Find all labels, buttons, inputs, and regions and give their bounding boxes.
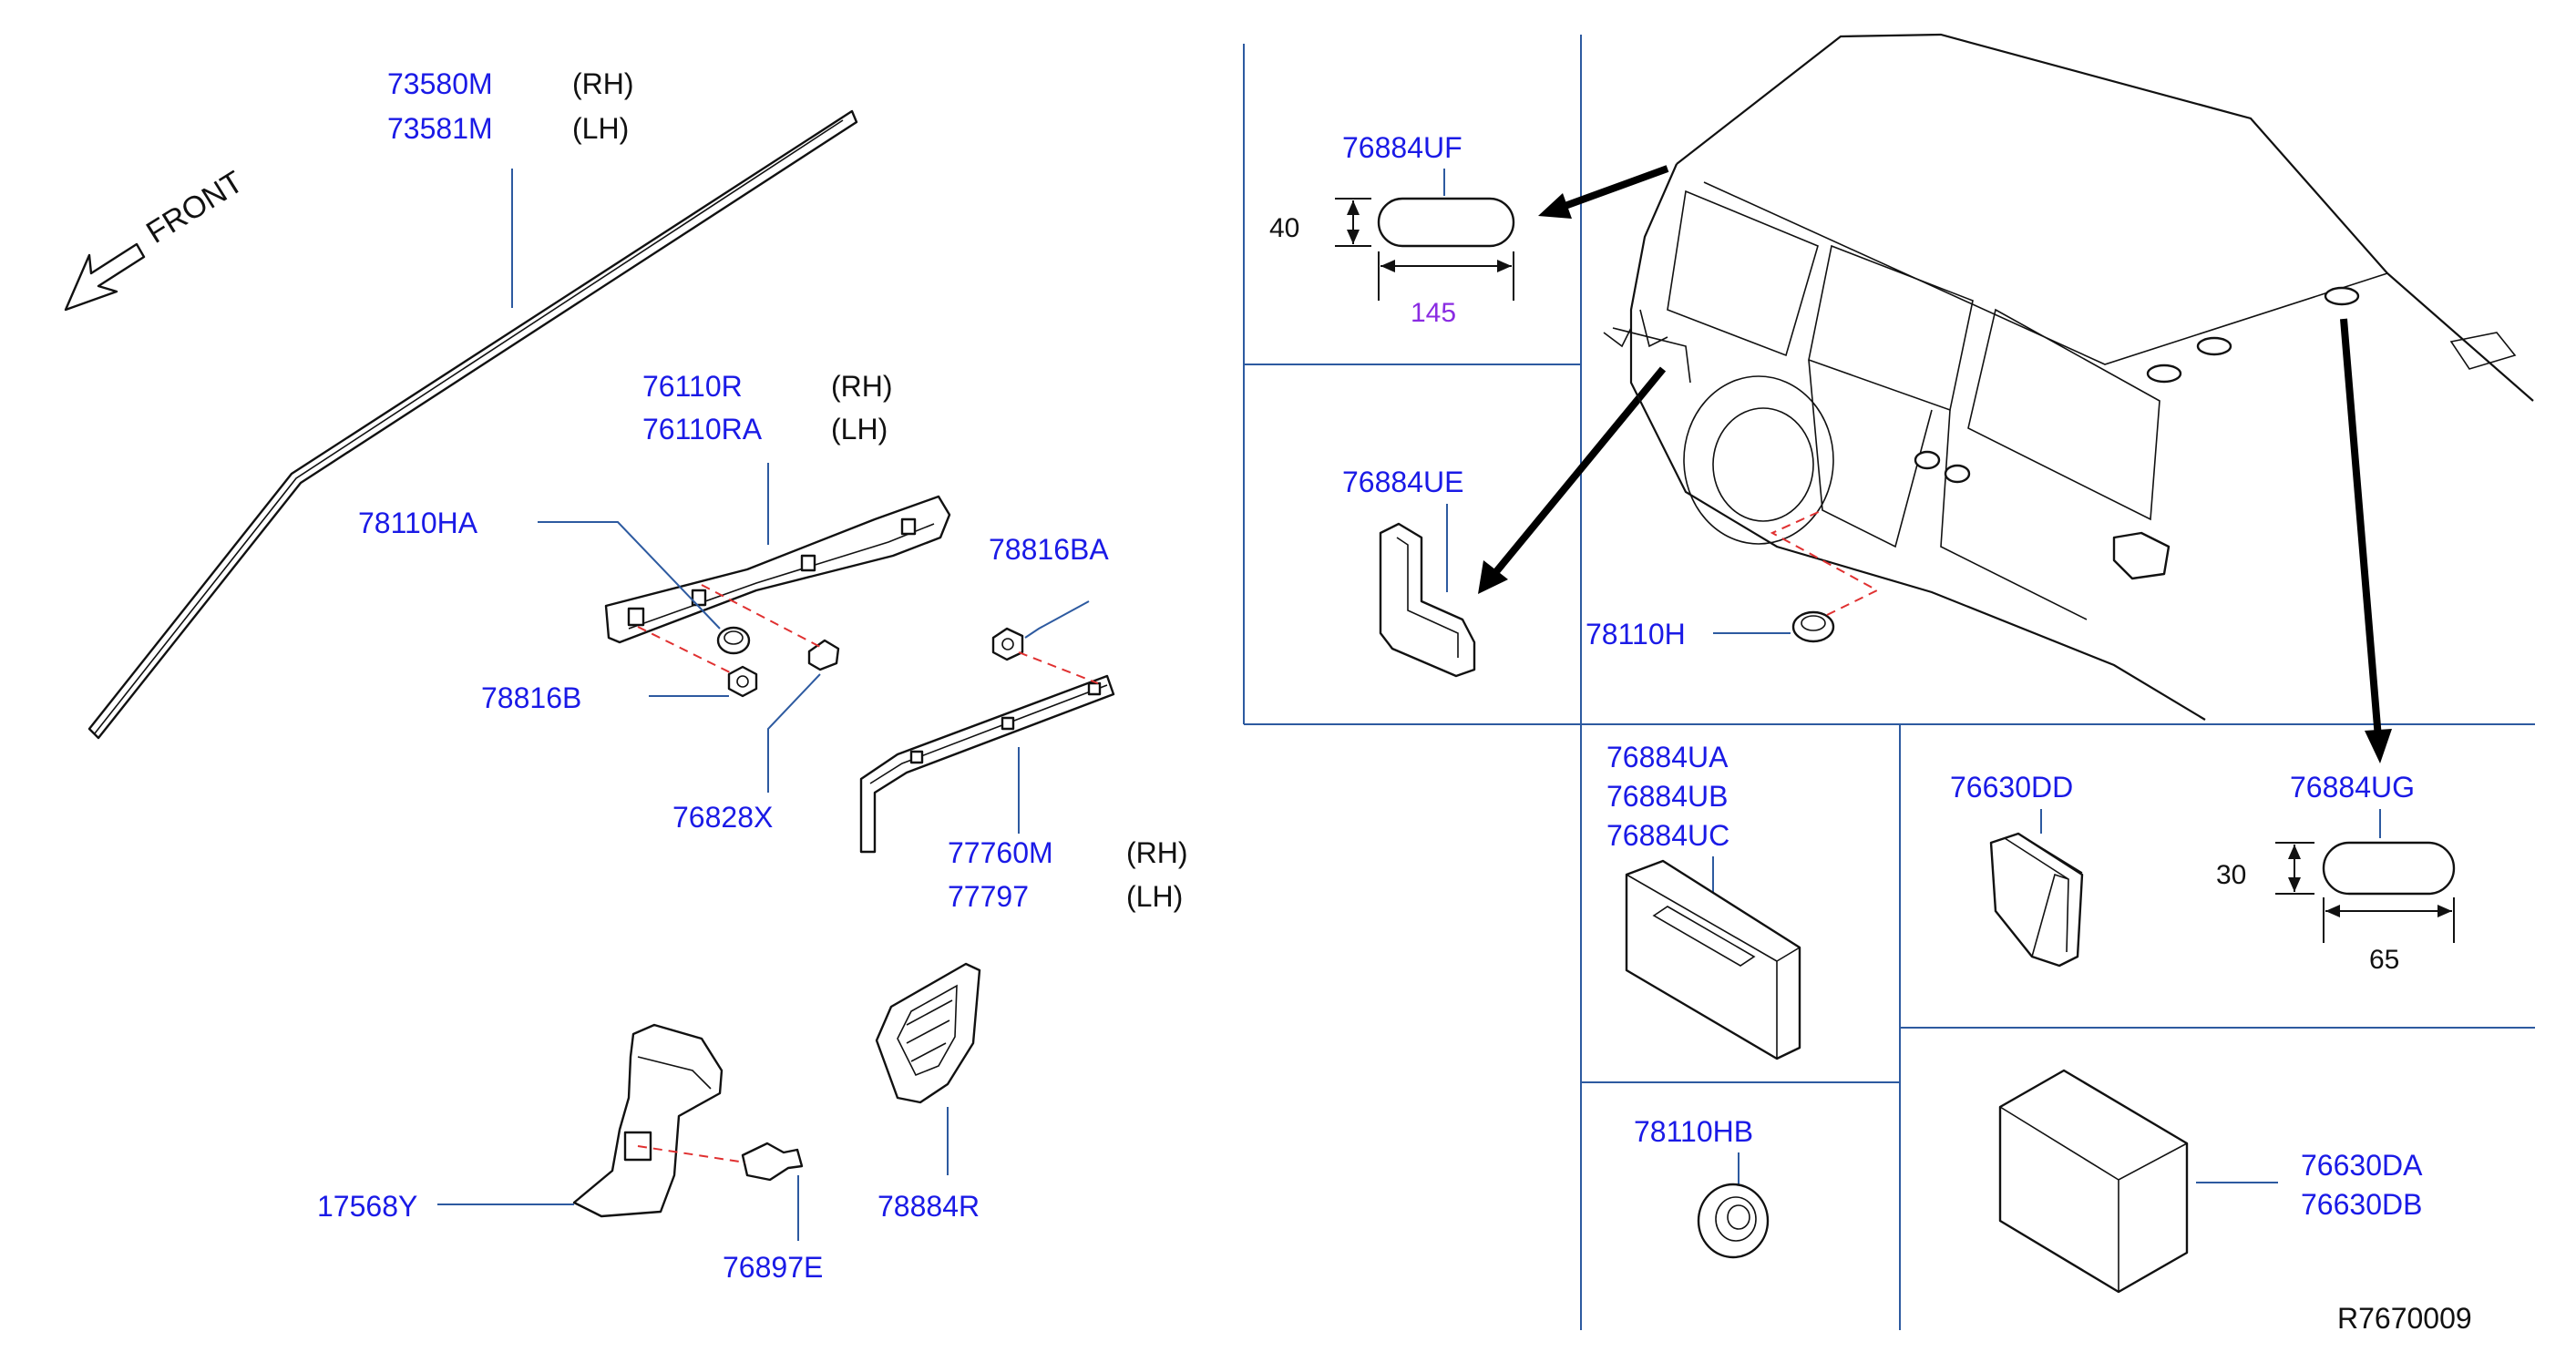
dash-78816B xyxy=(637,626,734,675)
part-number-17568Y[interactable]: 17568Y xyxy=(317,1190,417,1223)
dim-76884UF xyxy=(1335,198,1514,301)
bracket-17568Y[interactable] xyxy=(572,1023,724,1218)
clip-76897E[interactable] xyxy=(741,1142,804,1182)
part-number-73580M[interactable]: 73580M xyxy=(387,67,493,100)
diagram-reference-number: R7670009 xyxy=(2337,1302,2472,1335)
side-lh-label-2: (LH) xyxy=(831,413,888,446)
dim-uf-width: 145 xyxy=(1411,298,1456,328)
part-number-76828X[interactable]: 76828X xyxy=(672,801,773,834)
roof-molding[interactable] xyxy=(87,109,858,740)
part-number-78110HA[interactable]: 78110HA xyxy=(358,507,478,539)
part-number-78816BA[interactable]: 78816BA xyxy=(989,533,1109,566)
front-direction-arrow: FRONT xyxy=(64,165,250,312)
part-number-76884UG[interactable]: 76884UG xyxy=(2290,771,2415,804)
part-number-76630DD[interactable]: 76630DD xyxy=(1950,771,2073,804)
part-number-76110RA[interactable]: 76110RA xyxy=(642,413,763,446)
part-number-73581M[interactable]: 73581M xyxy=(387,112,493,145)
part-number-77760M[interactable]: 77760M xyxy=(948,836,1053,869)
side-lh-label: (LH) xyxy=(572,112,629,145)
part-number-76897E[interactable]: 76897E xyxy=(723,1251,823,1284)
part-number-76630DA[interactable]: 76630DA xyxy=(2301,1149,2423,1182)
part-number-76884UC[interactable]: 76884UC xyxy=(1606,819,1729,852)
pad-76630DD-shape[interactable] xyxy=(1989,832,2084,968)
part-number-78884R[interactable]: 78884R xyxy=(877,1190,980,1223)
garnish-76110R[interactable] xyxy=(604,495,951,644)
dash-76828X xyxy=(701,584,821,648)
leader-78816BA xyxy=(1024,600,1090,639)
dash-76897E xyxy=(637,1145,746,1163)
clip-78110HA[interactable] xyxy=(716,626,751,655)
part-number-78816B[interactable]: 78816B xyxy=(481,681,581,714)
part-number-76884UA[interactable]: 76884UA xyxy=(1606,741,1729,773)
side-rh-label-2: (RH) xyxy=(831,370,893,403)
side-rh-label: (RH) xyxy=(572,67,634,100)
front-label: FRONT xyxy=(140,165,249,251)
vehicle-illustration xyxy=(1603,33,2534,721)
seal-76884UF-shape[interactable] xyxy=(1377,197,1515,248)
part-number-76110R[interactable]: 76110R xyxy=(642,370,743,403)
dim-76884UG xyxy=(2275,842,2455,943)
dim-ug-width: 65 xyxy=(2369,945,2399,975)
dash-78816BA xyxy=(1018,651,1099,684)
clip-78110H[interactable] xyxy=(1791,610,1835,643)
part-number-76630DB[interactable]: 76630DB xyxy=(2301,1188,2422,1221)
leader-78110HA xyxy=(538,521,721,630)
grommet-78110HB-shape[interactable] xyxy=(1697,1183,1770,1259)
leader-76828X xyxy=(767,673,821,793)
nut-78816B[interactable] xyxy=(727,665,758,698)
dim-uf-height: 40 xyxy=(1269,213,1299,243)
part-number-78110HB[interactable]: 78110HB xyxy=(1634,1115,1753,1148)
protector-78884R[interactable] xyxy=(875,962,981,1104)
part-number-76884UE[interactable]: 76884UE xyxy=(1342,466,1463,498)
clip-76828X[interactable] xyxy=(807,639,840,671)
part-number-76884UB[interactable]: 76884UB xyxy=(1606,780,1728,813)
seal-76884UG-shape[interactable] xyxy=(2322,841,2456,896)
part-number-78110H[interactable]: 78110H xyxy=(1586,618,1686,650)
pad-76630DA-shape[interactable] xyxy=(1998,1069,2189,1294)
dim-ug-height: 30 xyxy=(2216,860,2246,890)
part-number-76884UF[interactable]: 76884UF xyxy=(1342,131,1462,164)
side-lh-label-3: (LH) xyxy=(1126,880,1183,913)
molding-77760M[interactable] xyxy=(859,674,1115,854)
detail-box-grid xyxy=(1243,35,2535,1330)
pointer-arrows xyxy=(1478,165,2392,763)
nut-78816BA[interactable] xyxy=(991,627,1024,661)
seal-76884UE-shape[interactable] xyxy=(1379,522,1476,678)
side-rh-label-3: (RH) xyxy=(1126,836,1188,869)
seal-76884UA-shape[interactable] xyxy=(1625,859,1801,1060)
part-number-77797[interactable]: 77797 xyxy=(948,880,1029,913)
dash-78110H xyxy=(1770,509,1880,616)
